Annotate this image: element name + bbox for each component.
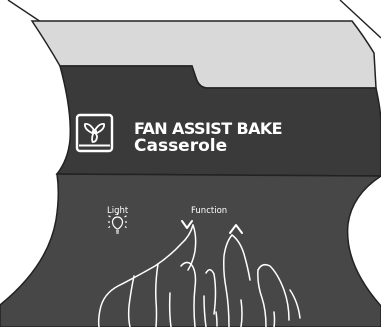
function-button-label: Function (191, 207, 227, 216)
control-panel (0, 174, 381, 327)
mode-subtitle: Casserole (134, 138, 227, 155)
mode-title: FAN ASSIST BAKE (134, 121, 282, 137)
light-button-label: Light (107, 207, 128, 216)
